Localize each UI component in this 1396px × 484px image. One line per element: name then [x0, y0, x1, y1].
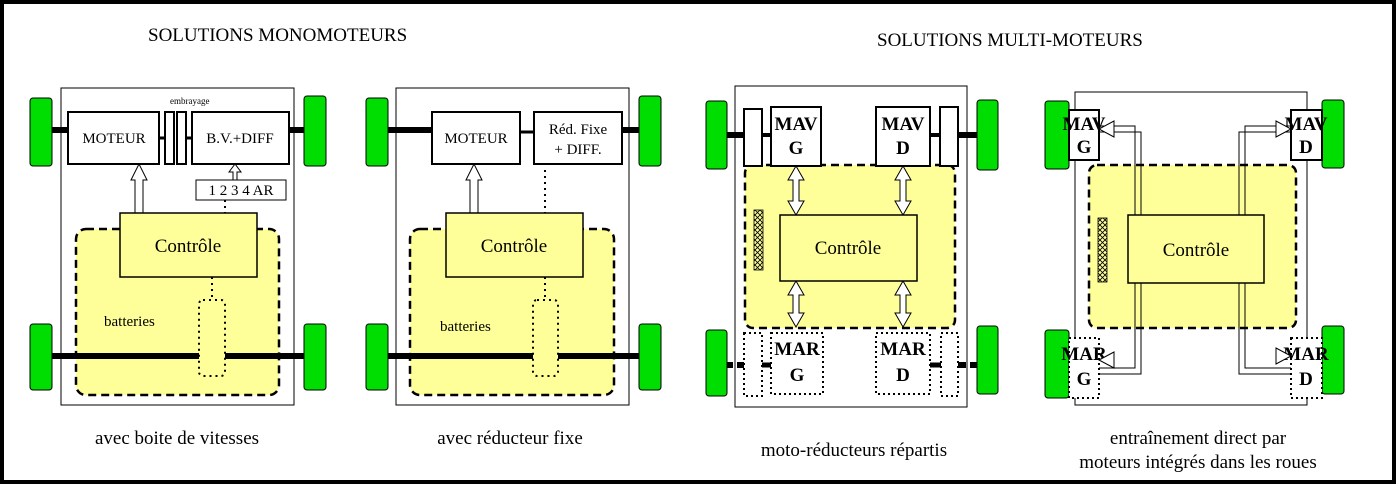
power-cable: [753, 209, 764, 271]
wheel-rear-left: [29, 323, 53, 391]
reducer-front-left: [743, 108, 763, 167]
motor-rear-right-line2: D: [1299, 369, 1313, 390]
wheel-front-right: [303, 95, 327, 167]
reducer-box: [533, 111, 623, 165]
caption-in-wheel-line1: entraînement direct par: [1110, 428, 1287, 449]
clutch-plate-right: [176, 111, 187, 165]
wheel-front-right: [976, 99, 999, 171]
motor-rear-right-line1: MAR: [1283, 344, 1329, 365]
wheel-front-right: [638, 95, 662, 167]
motor-rear-left-line1: MAR: [774, 339, 820, 360]
differential-loop: [198, 299, 226, 377]
motor-rear-left-line1: MAR: [1061, 344, 1107, 365]
panel-gearbox: MOTEUR embrayage B.V.+DIFF 1 2 3 4 AR Co…: [29, 87, 327, 449]
control-label: Contrôle: [155, 236, 222, 257]
wheel-rear-left: [705, 329, 728, 397]
gearbox-box: [191, 111, 290, 165]
motor-label: MOTEUR: [444, 131, 507, 147]
control-label: Contrôle: [1163, 240, 1230, 261]
motor-front-right-line1: MAV: [1285, 114, 1328, 135]
motor-rear-left: [770, 332, 824, 395]
control-label: Contrôle: [815, 238, 882, 259]
wire-rear-right: [1244, 283, 1291, 369]
panel-in-wheel-motors: MAV G MAV D MAR G MAR D Contrôle entraîn…: [1044, 91, 1345, 473]
motor-front-right: [875, 106, 931, 167]
gearbox-label: B.V.+DIFF: [206, 131, 273, 147]
motor-front-left-line1: MAV: [1063, 114, 1106, 135]
motor-front-right-line2: D: [896, 138, 910, 159]
motor-label: MOTEUR: [82, 131, 145, 147]
caption-gearbox: avec boite de vitesses: [95, 428, 259, 449]
reducer-label-line1: Réd. Fixe: [549, 122, 608, 138]
reducer-rear-right: [940, 332, 959, 397]
arrow-control-rear-right: [894, 279, 912, 329]
heading-multi-motor: SOLUTIONS MULTI-MOTEURS: [877, 30, 1143, 51]
motor-front-right: [1290, 109, 1323, 161]
batteries-label: batteries: [440, 319, 491, 335]
control-box: [1127, 214, 1265, 284]
motor-rear-left-line2: G: [790, 365, 805, 386]
caption-in-wheel-line2: moteurs intégrés dans les roues: [1079, 452, 1316, 473]
motor-rear-left-line2: G: [1077, 369, 1092, 390]
control-label: Contrôle: [481, 236, 548, 257]
panel-distributed-gearmotors: MAV G MAV D Contrôle MAR G MAR D moto-ré…: [705, 85, 999, 461]
motor-front-left-line1: MAV: [775, 114, 818, 135]
control-box: [779, 214, 918, 282]
wheel-front-left: [705, 100, 728, 170]
heading-mono-motor: SOLUTIONS MONOMOTEURS: [148, 25, 407, 46]
caption-fixed-reducer: avec réducteur fixe: [437, 428, 583, 449]
caption-distributed-gearmotors: moto-réducteurs répartis: [761, 440, 947, 461]
clutch-plate-left: [164, 111, 175, 165]
power-cable: [1097, 217, 1108, 283]
gear-selector-arrow: [228, 163, 242, 181]
panel-fixed-reducer: MOTEUR Réd. Fixe + DIFF. Contrôle batter…: [365, 87, 662, 449]
wheel-rear-right: [303, 323, 327, 391]
motor-box: [431, 111, 521, 165]
reducer-label-line2: + DIFF.: [554, 142, 601, 158]
motor-front-right-line1: MAV: [882, 114, 925, 135]
wheel-front-left: [1044, 100, 1070, 170]
batteries-label: batteries: [104, 314, 155, 330]
motor-front-right-line2: D: [1299, 137, 1313, 158]
reducer-rear-left: [743, 332, 763, 397]
motor-front-left: [1068, 109, 1100, 161]
clutch-label: embrayage: [170, 96, 209, 106]
motor-rear-right-line2: D: [896, 365, 910, 386]
wheel-rear-right: [638, 323, 662, 391]
control-box: [119, 212, 258, 278]
motor-front-left-line2: G: [789, 138, 804, 159]
wheel-front-left: [29, 97, 53, 167]
reducer-front-right: [939, 106, 959, 167]
wheel-rear-right: [976, 325, 999, 395]
motor-front-left-line2: G: [1077, 137, 1092, 158]
control-box: [445, 212, 584, 278]
wheel-front-left: [365, 97, 389, 167]
motor-rear-right-line1: MAR: [880, 339, 926, 360]
wheel-rear-left: [365, 323, 389, 391]
wire-rear-left: [1099, 283, 1136, 369]
motor-front-left: [770, 106, 822, 167]
arrow-control-rear-left: [787, 279, 805, 329]
gear-selector: [195, 179, 287, 201]
motor-box: [67, 111, 160, 165]
motor-rear-right: [875, 332, 931, 395]
gear-selector-label: 1 2 3 4 AR: [208, 183, 273, 199]
